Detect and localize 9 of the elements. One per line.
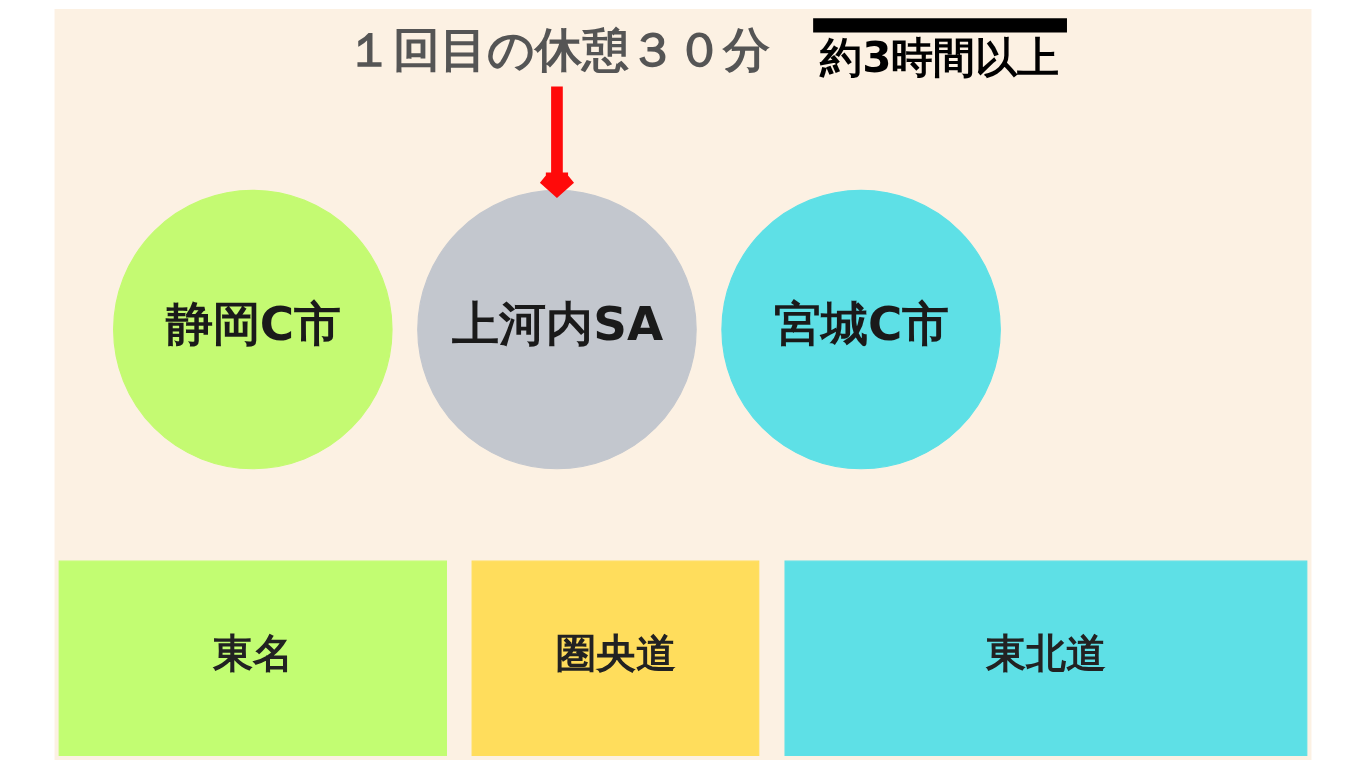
node-circle: 宮城C市 [721,189,1001,469]
node-circle: 上河内SA [417,189,697,469]
arrow [537,86,576,196]
label: 約3時間以上 [820,32,1060,82]
node-box: 東名 [58,560,447,756]
node-text: １回目の休憩３０分 [346,22,771,77]
node-circle: 静岡C市 [113,189,393,469]
node-box: 東北道 [784,560,1308,756]
node-box: 圏央道 [471,560,760,756]
